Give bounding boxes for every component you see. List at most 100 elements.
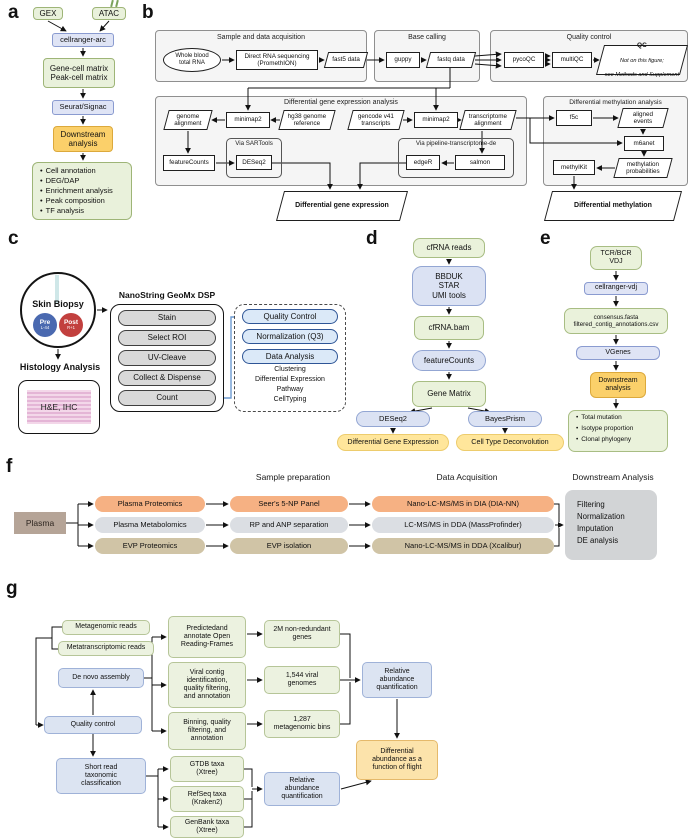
node-nano-lcmsms-dia: Nano-LC-MS/MS in DIA (DIA-NN) (372, 496, 554, 512)
node-aligned-events: aligned events (617, 108, 669, 128)
biopsy-punch-graphic (55, 275, 59, 303)
node-m6anet: m6anet (624, 136, 664, 151)
node-metagenomic-reads: Metagenomic reads (62, 620, 150, 635)
node-gtdb-taxa: GTDB taxa (Xtree) (170, 756, 244, 782)
node-de-novo-assembly: De novo assembly (58, 668, 144, 688)
qc-note-line2: see Methods and Supplement (604, 71, 680, 78)
node-genbank-taxa: GenBank taxa (Xtree) (170, 816, 244, 838)
section-dma-title: Differential methylation analysis (569, 99, 662, 106)
post-flight-badge: Post R+1 (59, 313, 83, 337)
node-seurat-signac: Seurat/Signac (52, 100, 114, 115)
node-2m-genes: 2M non-redundant genes (264, 620, 340, 648)
section-dge-title: Differential gene expression analysis (284, 99, 398, 106)
node-deseq2-b: DESeq2 (236, 155, 272, 170)
node-dge-output: Differential gene expression (275, 191, 409, 221)
node-f5c: f5c (556, 110, 592, 126)
node-minimap2-transcriptome: minimap2 (414, 112, 458, 128)
downstream-analysis-box (565, 490, 657, 560)
node-edger: edgeR (406, 155, 440, 170)
panel-b-label: b (142, 2, 154, 23)
node-hg38-reference: hg38 genome reference (278, 110, 336, 130)
step-select-roi: Select ROI (118, 330, 216, 346)
node-methylation-probabilities: methylation probabilities (613, 158, 673, 178)
node-vgenes: VGenes (576, 346, 660, 360)
post-label: Post (63, 318, 79, 326)
node-binning: Binning, quality filtering, and annotati… (168, 712, 246, 750)
analysis-normalization: Normalization (Q3) (242, 329, 338, 344)
node-gex: GEX (33, 7, 63, 20)
section-sample-title: Sample and data acquisition (217, 34, 305, 41)
node-refseq-taxa: RefSeq taxa (Kraken2) (170, 786, 244, 812)
node-evp-proteomics: EVP Proteomics (95, 538, 205, 554)
node-metatranscriptomic-reads: Metatranscriptomic reads (58, 641, 154, 656)
node-cfrna-bam: cfRNA.bam (414, 316, 484, 340)
node-nano-lcmsms-dda: Nano-LC-MS/MS in DDA (Xcalibur) (372, 538, 554, 554)
node-orf-annotation: Predictedand annotate Open Reading-Frame… (168, 616, 246, 658)
analysis-item-differential-expression: Differential Expression (255, 376, 325, 383)
bullet-peak-composition: Peak composition (40, 196, 105, 205)
node-qc-note: QC Not on this figure; see Methods and S… (595, 42, 689, 78)
analysis-quality-control: Quality Control (242, 309, 338, 324)
bullet-clonal-phylogeny: Clonal phylogeny (576, 436, 631, 443)
node-atac: ATAC (92, 7, 126, 20)
group-via-ptd-label: Via pipeline-transcriptome-de (415, 140, 497, 147)
node-plasma: Plasma (14, 512, 66, 534)
node-fastq-data: fastq data (425, 52, 477, 68)
post-sub-label: R+1 (67, 325, 75, 331)
qc-note-title: QC (637, 42, 647, 50)
node-bbduk-star-umi: BBDUK STAR UMI tools (412, 266, 486, 306)
node-fast5-data: fast5 data (323, 52, 369, 68)
node-minimap2-genome: minimap2 (226, 112, 270, 128)
node-transcriptome-alignment: transcriptome alignment (459, 110, 517, 130)
panel-g-label: g (6, 578, 18, 599)
step-uv-cleave: UV-Cleave (118, 350, 216, 366)
node-pycoqc: pycoQC (504, 52, 544, 68)
node-cellranger-arc: cellranger-arc (52, 33, 114, 47)
panel-d-label: d (366, 228, 378, 249)
node-differential-gene-expression-d: Differential Gene Expression (337, 434, 449, 451)
panel-e-label: e (540, 228, 551, 249)
node-whole-blood: Whole blood total RNA (163, 48, 221, 72)
node-relative-abundance-bottom: Relative abundance quantification (264, 772, 340, 806)
panel-c-label: c (8, 228, 19, 249)
node-lcmsms-dda: LC-MS/MS in DDA (MassProfinder) (372, 517, 554, 533)
bullet-deg-dap: DEG/DAP (40, 176, 80, 185)
step-collect-dispense: Collect & Dispense (118, 370, 216, 386)
node-downstream-analysis-a: Downstream analysis (53, 126, 113, 152)
node-rp-anp-separation: RP and ANP separation (230, 517, 348, 533)
header-downstream-analysis: Downstream Analysis (572, 472, 654, 482)
bullet-total-mutation: Total mutation (576, 414, 621, 421)
analysis-item-celltyping: CellTyping (273, 396, 307, 403)
group-via-sartools-label: Via SARTools (235, 140, 273, 147)
node-cfrna-reads: cfRNA reads (413, 238, 485, 258)
analysis-data-analysis: Data Analysis (242, 349, 338, 364)
section-qc-title: Quality control (566, 34, 612, 41)
node-featurecounts-d: featureCounts (412, 350, 486, 371)
node-relative-abundance-top: Relative abundance quantification (362, 662, 432, 698)
skin-biopsy-title: Skin Biopsy (32, 299, 84, 309)
bullet-isotype-proportion: Isotype proportion (576, 425, 633, 432)
node-tcr-bcr-vdj: TCR/BCR VDJ (590, 246, 642, 270)
node-direct-rna-seq: Direct RNA sequencing (PromethION) (236, 50, 318, 70)
skin-biopsy-circle (20, 272, 96, 348)
node-plasma-metabolomics: Plasma Metabolomics (95, 517, 205, 533)
node-methylkit: methylKit (553, 160, 595, 175)
analysis-item-pathway: Pathway (276, 386, 304, 393)
analysis-item-clustering: Clustering (274, 366, 306, 373)
node-seer-5np-panel: Seer's 5-NP Panel (230, 496, 348, 512)
node-genome-alignment: genome alignment (163, 110, 213, 130)
header-data-acquisition: Data Acquisition (436, 472, 498, 482)
node-differential-abundance: Differential abundance as a function of … (356, 740, 438, 780)
node-matrices: Gene-cell matrix Peak-cell matrix (43, 58, 115, 88)
node-plasma-proteomics: Plasma Proteomics (95, 496, 205, 512)
node-cell-type-deconvolution: Cell Type Deconvolution (456, 434, 564, 451)
node-consensus-files: consensus.fasta filtered_contig_annotati… (564, 308, 668, 334)
bullet-tf-analysis: TF analysis (40, 206, 84, 215)
node-guppy: guppy (386, 52, 420, 68)
nanostring-title: NanoString GeoMx DSP (118, 290, 216, 300)
histology-analysis-title: Histology Analysis (19, 362, 101, 372)
panel-a-label: a (8, 2, 19, 23)
group-via-pipeline-transcriptome-de (398, 138, 514, 178)
bullet-enrichment: Enrichment analysis (40, 186, 113, 195)
